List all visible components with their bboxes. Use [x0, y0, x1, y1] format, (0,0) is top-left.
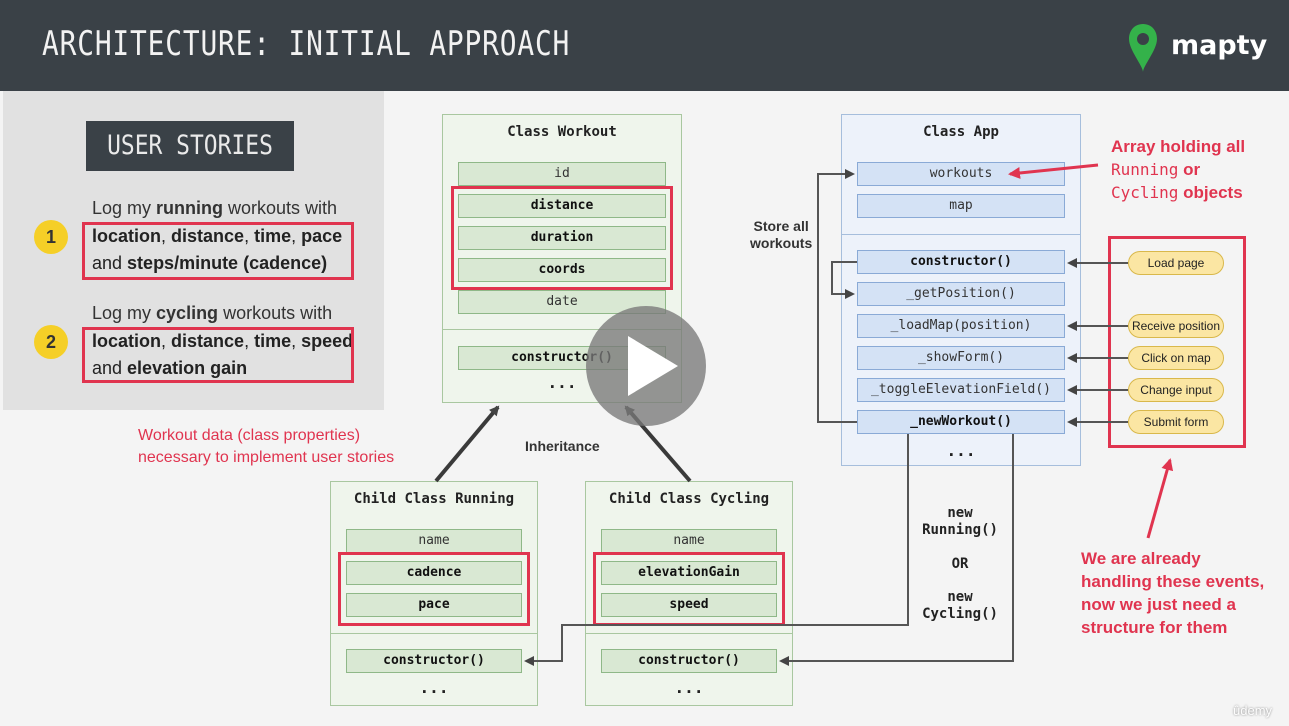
highlight-box — [82, 222, 354, 280]
method-get-position: _getPosition() — [857, 282, 1065, 306]
event-wires — [1067, 258, 1128, 427]
story-intro: Log my running workouts with — [92, 198, 338, 218]
story-number-badge: 1 — [34, 220, 68, 254]
method-new-workout: _newWorkout() — [857, 410, 1065, 434]
inheritance-label: Inheritance — [525, 438, 600, 454]
header-bar — [0, 0, 1289, 91]
event-submit-form: Submit form — [1128, 410, 1224, 434]
class-title: Class App — [923, 124, 999, 140]
highlight-box — [338, 552, 530, 626]
field-workouts: workouts — [857, 162, 1065, 186]
event-receive-position: Receive position — [1128, 314, 1224, 338]
story-line: and elevation gain — [92, 358, 248, 378]
more-ellipsis: ... — [674, 678, 704, 697]
or-label: OR — [951, 556, 969, 572]
annotation-arrows — [1008, 163, 1174, 539]
event-load-page: Load page — [1128, 251, 1224, 275]
method-toggle-elevation-field: _toggleElevationField() — [857, 378, 1065, 402]
highlight-box — [451, 186, 673, 290]
story-intro: Log my cycling workouts with — [92, 303, 333, 323]
field-speed: speed — [601, 593, 777, 617]
story-line: location, distance, time, speed — [92, 331, 354, 351]
method-constructor: constructor() — [601, 649, 777, 673]
field-id: id — [458, 162, 666, 186]
divider — [586, 633, 792, 634]
event-click-on-map: Click on map — [1128, 346, 1224, 370]
class-title: Class Workout — [507, 124, 617, 140]
more-ellipsis: ... — [946, 441, 976, 460]
field-distance: distance — [458, 194, 666, 218]
more-ellipsis: ... — [419, 678, 449, 697]
brand-logo-text: mapty — [1171, 30, 1268, 61]
field-map: map — [857, 194, 1065, 218]
workout-data-note: Workout data (class properties)necessary… — [138, 427, 395, 466]
divider — [331, 633, 537, 634]
event-change-input: Change input — [1128, 378, 1224, 402]
field-duration: duration — [458, 226, 666, 250]
method-load-map: _loadMap(position) — [857, 314, 1065, 338]
user-stories-title-box: USER STORIES — [86, 121, 294, 171]
class-title: Child Class Running — [353, 491, 515, 507]
more-ellipsis: ... — [547, 373, 577, 392]
story-line: and steps/minute (cadence) — [92, 253, 328, 273]
story-line: location, distance, time, pace — [92, 226, 343, 246]
watermark: ûdemy — [1233, 703, 1273, 718]
slide-title: ARCHITECTURE: INITIAL APPROACH — [42, 24, 571, 64]
method-constructor: constructor() — [857, 250, 1065, 274]
field-coords: coords — [458, 258, 666, 282]
field-pace: pace — [346, 593, 522, 617]
divider — [842, 234, 1080, 235]
divider — [443, 329, 681, 330]
story-number-badge: 2 — [34, 325, 68, 359]
events-highlight-box — [1108, 236, 1246, 448]
play-icon[interactable] — [628, 336, 678, 396]
method-show-form: _showForm() — [857, 346, 1065, 370]
app-wires — [524, 169, 1014, 666]
user-stories-title: USER STORIES — [107, 130, 273, 161]
highlight-box — [82, 327, 354, 383]
field-cadence: cadence — [346, 561, 522, 585]
class-title: Child Class Cycling — [608, 491, 770, 507]
map-pin-icon — [1129, 24, 1157, 72]
method-constructor: constructor() — [346, 649, 522, 673]
field-elevation-gain: elevationGain — [601, 561, 777, 585]
